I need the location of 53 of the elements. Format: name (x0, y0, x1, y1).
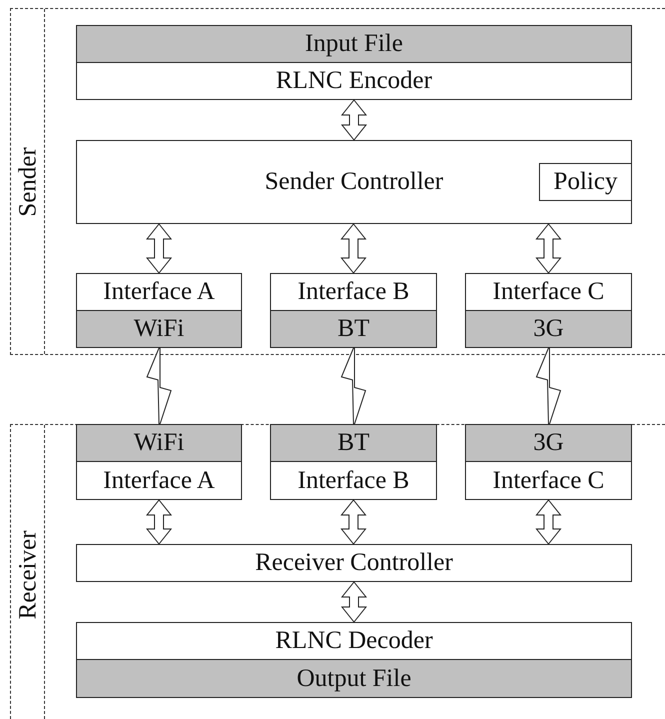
process-box (465, 461, 632, 500)
box-label: Interface B (298, 466, 410, 494)
process-box (465, 273, 632, 311)
double-arrow (535, 499, 562, 545)
process-box (76, 424, 242, 462)
box-label: RLNC Encoder (276, 67, 432, 95)
box-label: Output File (296, 664, 412, 692)
panel-title: Receiver (15, 530, 40, 619)
box-label: WiFi (134, 429, 184, 457)
box-label: Sender Controller (264, 168, 444, 196)
process-box (76, 62, 632, 100)
process-box (76, 622, 632, 660)
process-box (76, 659, 632, 698)
box-label: Policy (554, 168, 618, 196)
process-box (76, 544, 632, 582)
process-box (465, 310, 632, 348)
process-box (270, 461, 437, 500)
double-arrow (535, 223, 562, 274)
group-panel (10, 8, 665, 355)
panel-title: Sender (15, 146, 40, 216)
box-label: WiFi (134, 315, 184, 343)
box-label: RLNC Decoder (275, 627, 433, 655)
box-label: BT (338, 315, 370, 343)
process-box (76, 140, 632, 224)
double-arrow (340, 581, 368, 623)
double-arrow (340, 99, 368, 141)
process-box (76, 461, 242, 500)
box-label: BT (338, 429, 370, 457)
box-label: Interface B (298, 278, 410, 306)
process-box (76, 273, 242, 311)
box-label: Interface A (103, 278, 215, 306)
process-box (270, 310, 437, 348)
process-box (465, 424, 632, 462)
process-box (76, 310, 242, 348)
box-label: 3G (533, 429, 564, 457)
double-arrow (340, 223, 367, 274)
box-label: Interface C (492, 466, 604, 494)
process-box (270, 273, 437, 311)
wireless-link (340, 348, 366, 424)
double-arrow (340, 499, 367, 545)
process-box (539, 163, 632, 201)
process-box (270, 424, 437, 462)
box-label: Receiver Controller (255, 549, 453, 577)
box-label: Interface A (103, 466, 215, 494)
wireless-link (146, 348, 172, 424)
box-label: Interface C (492, 278, 604, 306)
double-arrow (146, 499, 172, 545)
group-panel (10, 424, 665, 719)
process-box (76, 25, 632, 63)
box-label: 3G (533, 315, 564, 343)
double-arrow (146, 223, 172, 274)
wireless-link (536, 348, 562, 424)
box-label: Input File (305, 30, 403, 58)
